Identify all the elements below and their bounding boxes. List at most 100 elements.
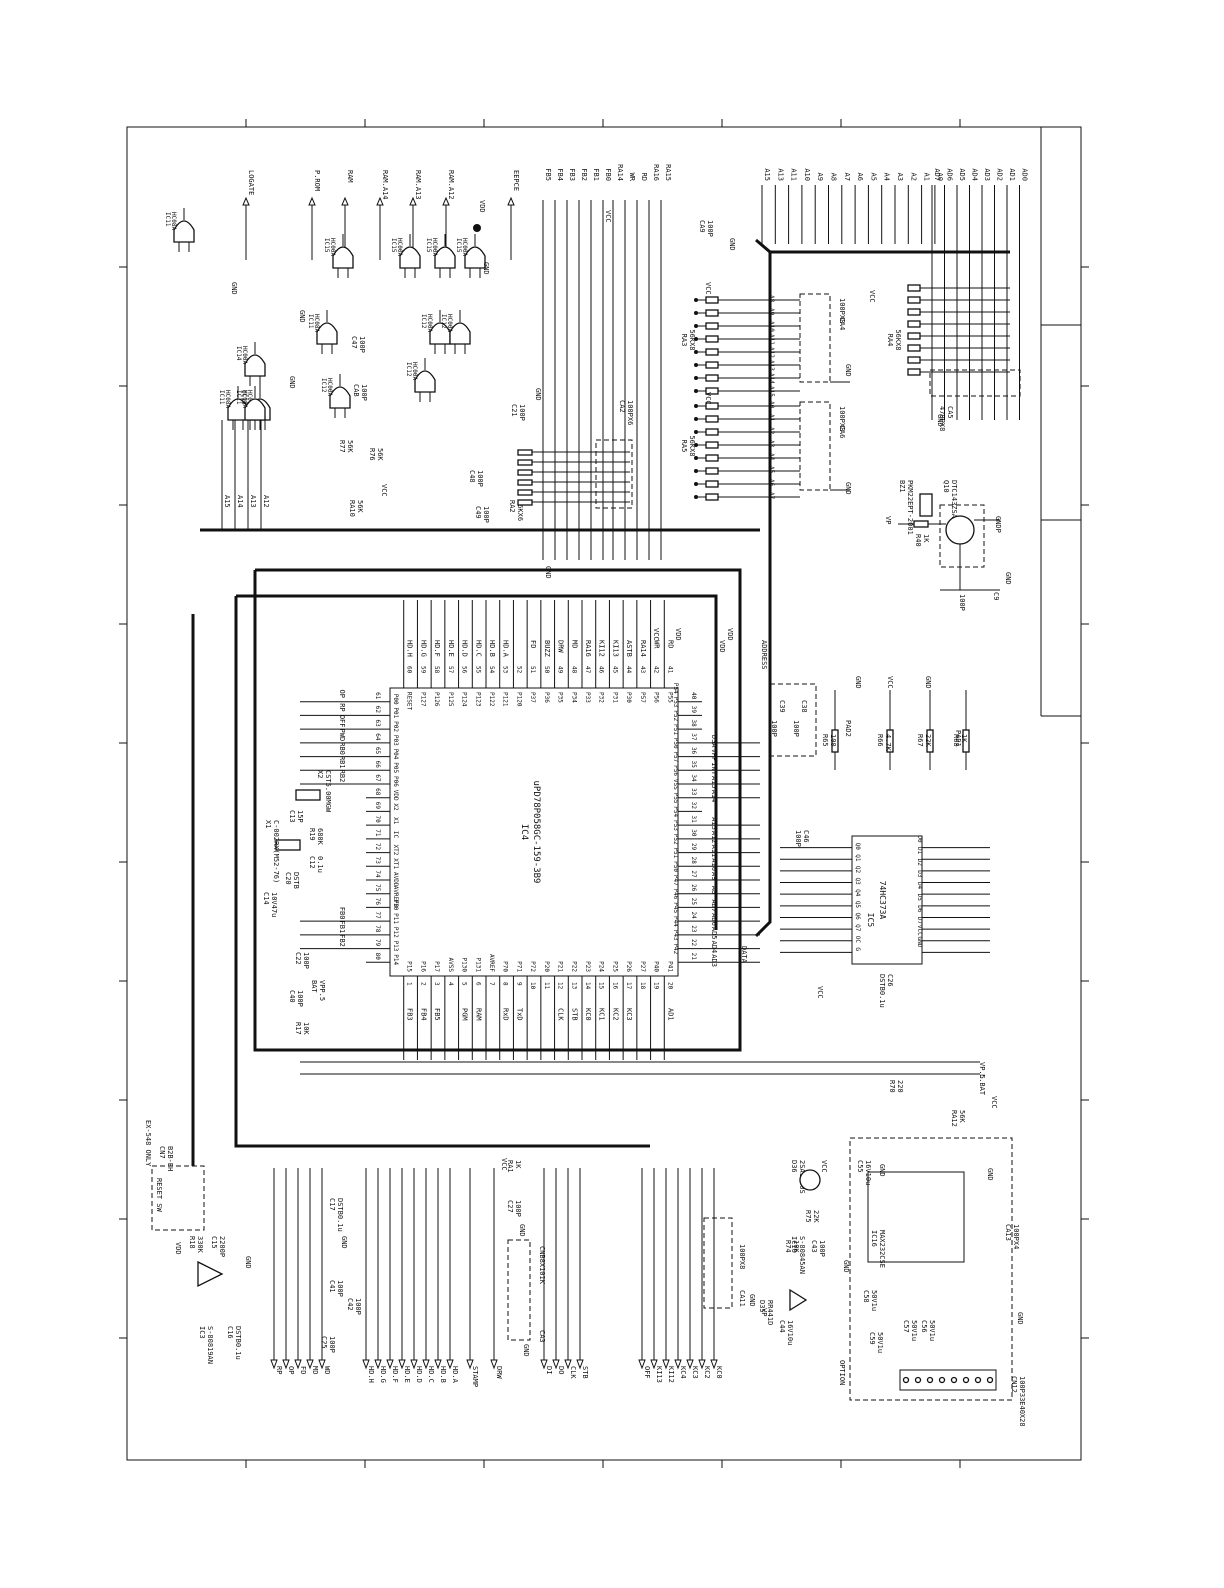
misc-label: FB2 xyxy=(580,168,588,181)
ic4-pin-name: P130 xyxy=(461,958,468,973)
ra4-resistor xyxy=(907,296,921,304)
part-ref: C43 xyxy=(810,1240,818,1253)
part-ref: C44 xyxy=(778,1320,786,1333)
ra2-resistor xyxy=(517,479,533,486)
gnd-label: GND xyxy=(340,1236,348,1249)
ic4-pin-number: 23 xyxy=(690,925,697,933)
ic4-pin-number: 5 xyxy=(461,982,468,986)
ic4-pin-number: 22 xyxy=(690,939,697,947)
array-resistor xyxy=(705,415,719,423)
ic4-pin-number: 38 xyxy=(690,720,697,728)
ic4-pin-name: P46 xyxy=(672,889,679,900)
ic4-pin-number: 53 xyxy=(502,666,509,674)
gnd-label: GND xyxy=(522,1344,530,1357)
bottom-net-label: CLK xyxy=(569,1366,577,1379)
ic4-pin-number: 60 xyxy=(406,666,413,674)
ic5-pin-name: D6 xyxy=(916,905,923,913)
ic4-pin-name: P45 xyxy=(672,902,679,913)
ic5-pin-name: Q3 xyxy=(854,878,861,886)
ic4-net-label: KI13 xyxy=(611,640,619,657)
part-ref: R18 xyxy=(188,1236,196,1249)
ic4-net-label: AD4 xyxy=(710,941,718,954)
ic4-pin-name: P44 xyxy=(672,916,679,927)
gate-ref: IC11 xyxy=(235,390,242,405)
ic4-pin-name: P34 xyxy=(570,692,577,703)
ic4-pin-number: 43 xyxy=(639,666,646,674)
array-resistor xyxy=(705,296,719,304)
ic4-pin-name: X1 xyxy=(392,817,399,825)
ic4-pin-name: RESET xyxy=(406,692,413,710)
part-ref: CAB xyxy=(352,384,360,397)
misc-label: RD xyxy=(640,173,648,181)
left-bus-label: A14 xyxy=(236,495,244,508)
ic4-net-label: HD.D xyxy=(461,640,469,657)
ic4-pin-number: 29 xyxy=(690,843,697,851)
ca3-array xyxy=(507,1239,531,1341)
ic4-net-label: AD3 xyxy=(710,954,718,967)
ic4-pin-name: P124 xyxy=(461,692,468,707)
array-resistor xyxy=(705,348,719,356)
ic4-net-label: KC3 xyxy=(625,1008,633,1021)
ic4-pin-number: 6 xyxy=(474,982,481,986)
bottom-net-label: HD.D xyxy=(415,1366,423,1383)
gnd-label: GND xyxy=(748,1294,756,1307)
r40-val: 1K xyxy=(922,534,930,543)
part-val: S-80845AN xyxy=(798,1236,806,1274)
ic4-pin-name: P10 xyxy=(392,899,399,910)
ra2-resistor xyxy=(517,499,533,506)
ic4-pin-name: AVDD xyxy=(392,872,399,887)
part-ref: C20 xyxy=(284,872,292,885)
array-pin-label: A9 xyxy=(768,308,775,316)
cn7-ref: CN7 xyxy=(158,1146,166,1159)
cn7-val: B2B-EH xyxy=(166,1146,174,1171)
gate-part: HC00A xyxy=(329,238,336,256)
ic4-pin-number: 46 xyxy=(598,666,605,674)
option-label: OPTION xyxy=(838,1360,846,1385)
ic5-pin-name: D7 xyxy=(916,917,923,925)
ic4-net-label: RD xyxy=(666,640,674,648)
bus-lines xyxy=(191,238,1010,1166)
array-pin-label: A4 xyxy=(768,453,775,461)
ic4-net-label: KC2 xyxy=(611,1008,619,1021)
gate-part: HC00A xyxy=(461,238,468,256)
ic4-pin-name: XT2 xyxy=(392,845,399,856)
q10-outline xyxy=(939,504,985,568)
ic4-pin-name: P50 xyxy=(672,738,679,749)
ic4-pin-number: 69 xyxy=(374,802,381,810)
ic4-net-label: WR xyxy=(653,640,661,649)
ic4-pin-name: P120 xyxy=(515,692,522,707)
part-ref: C57 xyxy=(902,1320,910,1333)
ic4-pin-name: VDD xyxy=(392,790,399,801)
part-ref: C40 xyxy=(288,990,296,1003)
ic4-net-label: DRW xyxy=(557,640,565,653)
data-label: AD0 xyxy=(1021,168,1029,181)
ic4-pin-number: 17 xyxy=(625,982,632,990)
ic4-pin-name: P56 xyxy=(672,765,679,776)
ic4-net-label: RB1 xyxy=(338,756,346,769)
d35-diode xyxy=(789,1288,808,1312)
array-ref: CA6 xyxy=(838,426,846,439)
ic4-pin-number: 78 xyxy=(374,925,381,933)
ic4-pin-number: 56 xyxy=(461,666,468,674)
ic4-pin-number: 54 xyxy=(488,666,495,674)
arrow-head xyxy=(710,1359,718,1370)
ic4-pin-name: P123 xyxy=(474,692,481,707)
ic5-pin-name: Q4 xyxy=(854,889,861,897)
arrow-head xyxy=(242,196,250,206)
vcc-label: VCC xyxy=(500,1158,508,1171)
ic4-net-label: TxD xyxy=(515,1008,523,1021)
resistor-ref: R66 xyxy=(876,734,884,747)
ic4-net-label: KC0 xyxy=(584,1008,592,1021)
q10-val: DTC143ZSA xyxy=(950,480,958,519)
gnd-label: GND xyxy=(230,282,238,295)
junction-dot xyxy=(694,469,698,473)
junction-dot xyxy=(694,363,698,367)
ic4-pin-name: P15 xyxy=(406,961,413,972)
gate-ref: IC12 xyxy=(405,362,412,377)
array-val: 56KX8 xyxy=(688,435,696,456)
part-ref: C14 xyxy=(262,892,270,905)
part-ref: R74 xyxy=(784,1240,792,1253)
